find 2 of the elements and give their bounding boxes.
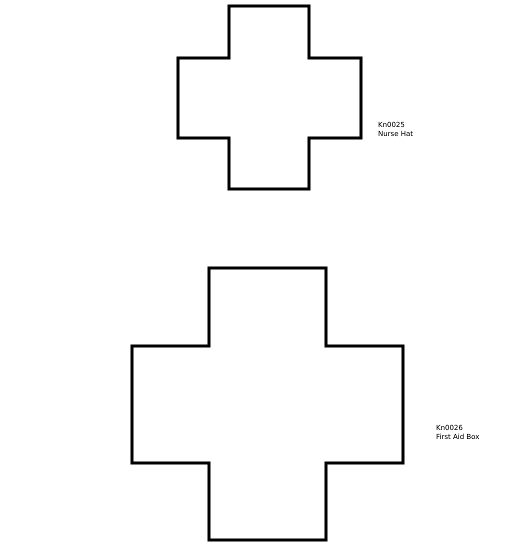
cross-outline [176, 4, 362, 190]
cross-outline [130, 266, 404, 542]
